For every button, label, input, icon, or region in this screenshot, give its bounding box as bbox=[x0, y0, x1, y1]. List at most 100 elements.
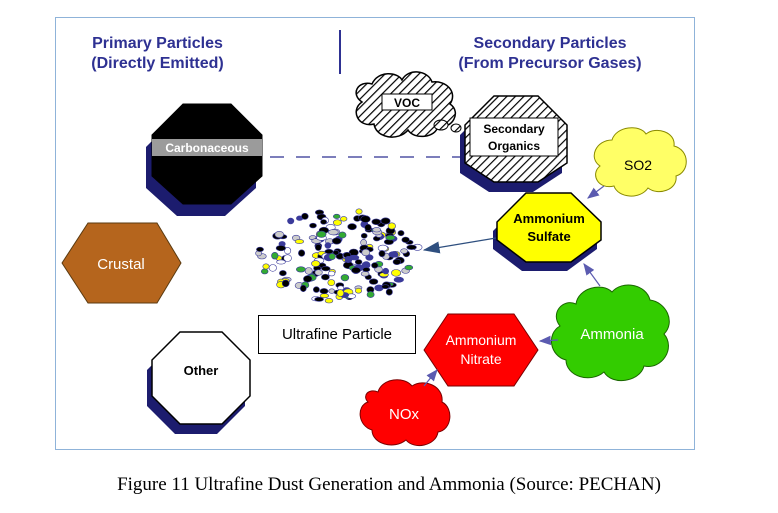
so2-label: SO2 bbox=[624, 157, 652, 173]
particle-dot bbox=[354, 259, 363, 265]
particle-dot bbox=[355, 208, 363, 215]
particle-dot bbox=[327, 279, 336, 286]
particle-dot bbox=[371, 262, 379, 269]
particle-dot bbox=[340, 216, 348, 222]
particle-dot bbox=[287, 217, 295, 225]
particle-dot bbox=[380, 217, 391, 225]
particle-dot bbox=[385, 288, 393, 296]
particle-dot bbox=[311, 260, 321, 267]
particle-dot bbox=[360, 271, 370, 277]
particle-dot bbox=[299, 284, 307, 293]
particle-dot bbox=[281, 279, 290, 288]
particle-dot bbox=[369, 278, 379, 285]
particle-dot bbox=[271, 252, 279, 260]
particle-dot bbox=[338, 231, 347, 239]
particle-dot bbox=[328, 270, 336, 277]
particle-dot bbox=[261, 268, 269, 275]
ammonium-nitrate-label-1: Ammonium bbox=[446, 332, 517, 348]
particle-dot bbox=[400, 248, 408, 254]
particle-dot bbox=[406, 244, 417, 250]
other-node: Other bbox=[147, 331, 251, 434]
voc-label: VOC bbox=[394, 96, 420, 110]
particle-dot bbox=[332, 219, 342, 226]
ammonium-nitrate-label-2: Nitrate bbox=[460, 351, 501, 367]
particle-dot bbox=[303, 275, 313, 283]
particle-dot bbox=[393, 276, 404, 283]
particle-dot bbox=[404, 264, 414, 271]
arrow-sulfate-to-ultrafine bbox=[422, 237, 497, 254]
particle-dot bbox=[309, 222, 317, 229]
secondary-header-line2: (From Precursor Gases) bbox=[458, 55, 642, 72]
ammonium-sulfate-label-1: Ammonium bbox=[513, 211, 585, 226]
voc-node: VOC bbox=[355, 71, 462, 138]
particle-dot bbox=[295, 266, 306, 273]
crustal-label: Crustal bbox=[97, 256, 145, 273]
particle-dot bbox=[314, 269, 323, 276]
particle-dot bbox=[279, 270, 287, 277]
particle-dot bbox=[364, 223, 372, 232]
particle-dot bbox=[360, 215, 371, 223]
particle-dot bbox=[360, 233, 368, 239]
particle-dot bbox=[294, 239, 305, 244]
particle-dot bbox=[321, 273, 330, 281]
particle-dot bbox=[351, 266, 361, 274]
particle-dot bbox=[333, 213, 341, 219]
particle-dot bbox=[378, 250, 386, 258]
particle-dot bbox=[301, 212, 309, 220]
secondary-header-line1: Secondary Particles bbox=[473, 35, 627, 52]
particle-dot bbox=[347, 223, 357, 231]
particle-dot bbox=[381, 284, 390, 290]
ammonia-label: Ammonia bbox=[580, 326, 644, 343]
particle-dot bbox=[324, 298, 334, 304]
crustal-node: Crustal bbox=[61, 222, 182, 304]
particle-dot bbox=[397, 230, 405, 237]
particle-dot bbox=[336, 289, 345, 297]
particle-dot bbox=[304, 267, 313, 275]
ammonium-nitrate-node: Ammonium Nitrate bbox=[423, 313, 539, 387]
figure-caption: Figure 11 Ultrafine Dust Generation and … bbox=[117, 474, 661, 495]
particle-dot bbox=[331, 237, 342, 245]
particle-dot bbox=[385, 235, 396, 241]
primary-header-line1: Primary Particles bbox=[92, 35, 223, 52]
particle-dot bbox=[387, 222, 396, 230]
particle-dot bbox=[312, 286, 320, 293]
particle-dot bbox=[262, 263, 270, 270]
nox-label: NOx bbox=[389, 406, 420, 423]
particle-dot bbox=[324, 242, 332, 249]
particle-dot bbox=[268, 264, 277, 272]
particle-dot bbox=[276, 259, 286, 265]
ammonium-sulfate-node: Ammonium Sulfate bbox=[493, 192, 602, 271]
particle-dot bbox=[314, 296, 324, 302]
particle-dot bbox=[274, 231, 284, 239]
nox-node: NOx bbox=[359, 379, 451, 447]
carbonaceous-label: Carbonaceous bbox=[165, 141, 249, 155]
particle-dot bbox=[354, 287, 362, 294]
particle-dot bbox=[344, 255, 352, 263]
particle-dot bbox=[340, 274, 350, 282]
primary-particles-header: Primary Particles (Directly Emitted) bbox=[65, 34, 250, 74]
particle-dot bbox=[391, 269, 402, 277]
particle-dot bbox=[314, 243, 322, 251]
particle-dot bbox=[321, 266, 331, 272]
particle-dot bbox=[372, 227, 382, 233]
carbonaceous-node: Carbonaceous bbox=[146, 103, 263, 216]
particle-dot bbox=[316, 230, 327, 238]
primary-header-line2: (Directly Emitted) bbox=[91, 55, 224, 72]
arrow-nox-to-nitrate bbox=[423, 369, 438, 387]
particle-dot bbox=[256, 246, 264, 252]
particle-dot bbox=[324, 249, 334, 255]
particle-dot bbox=[392, 258, 402, 266]
particle-dot bbox=[275, 245, 287, 252]
particle-dot bbox=[320, 219, 327, 225]
arrow-ammonia-to-nitrate bbox=[538, 335, 559, 346]
particle-dot bbox=[284, 247, 292, 255]
secondary-organics-node: Secondary Organics bbox=[460, 95, 568, 192]
particle-dot bbox=[366, 291, 375, 298]
particle-dot bbox=[371, 218, 381, 226]
particle-dot bbox=[298, 249, 306, 257]
secondary-organics-label-2: Organics bbox=[488, 139, 540, 153]
arrow-ammonia-to-sulfate bbox=[583, 263, 601, 287]
arrow-so2-to-sulfate bbox=[587, 185, 605, 199]
so2-node: SO2 bbox=[593, 127, 687, 197]
